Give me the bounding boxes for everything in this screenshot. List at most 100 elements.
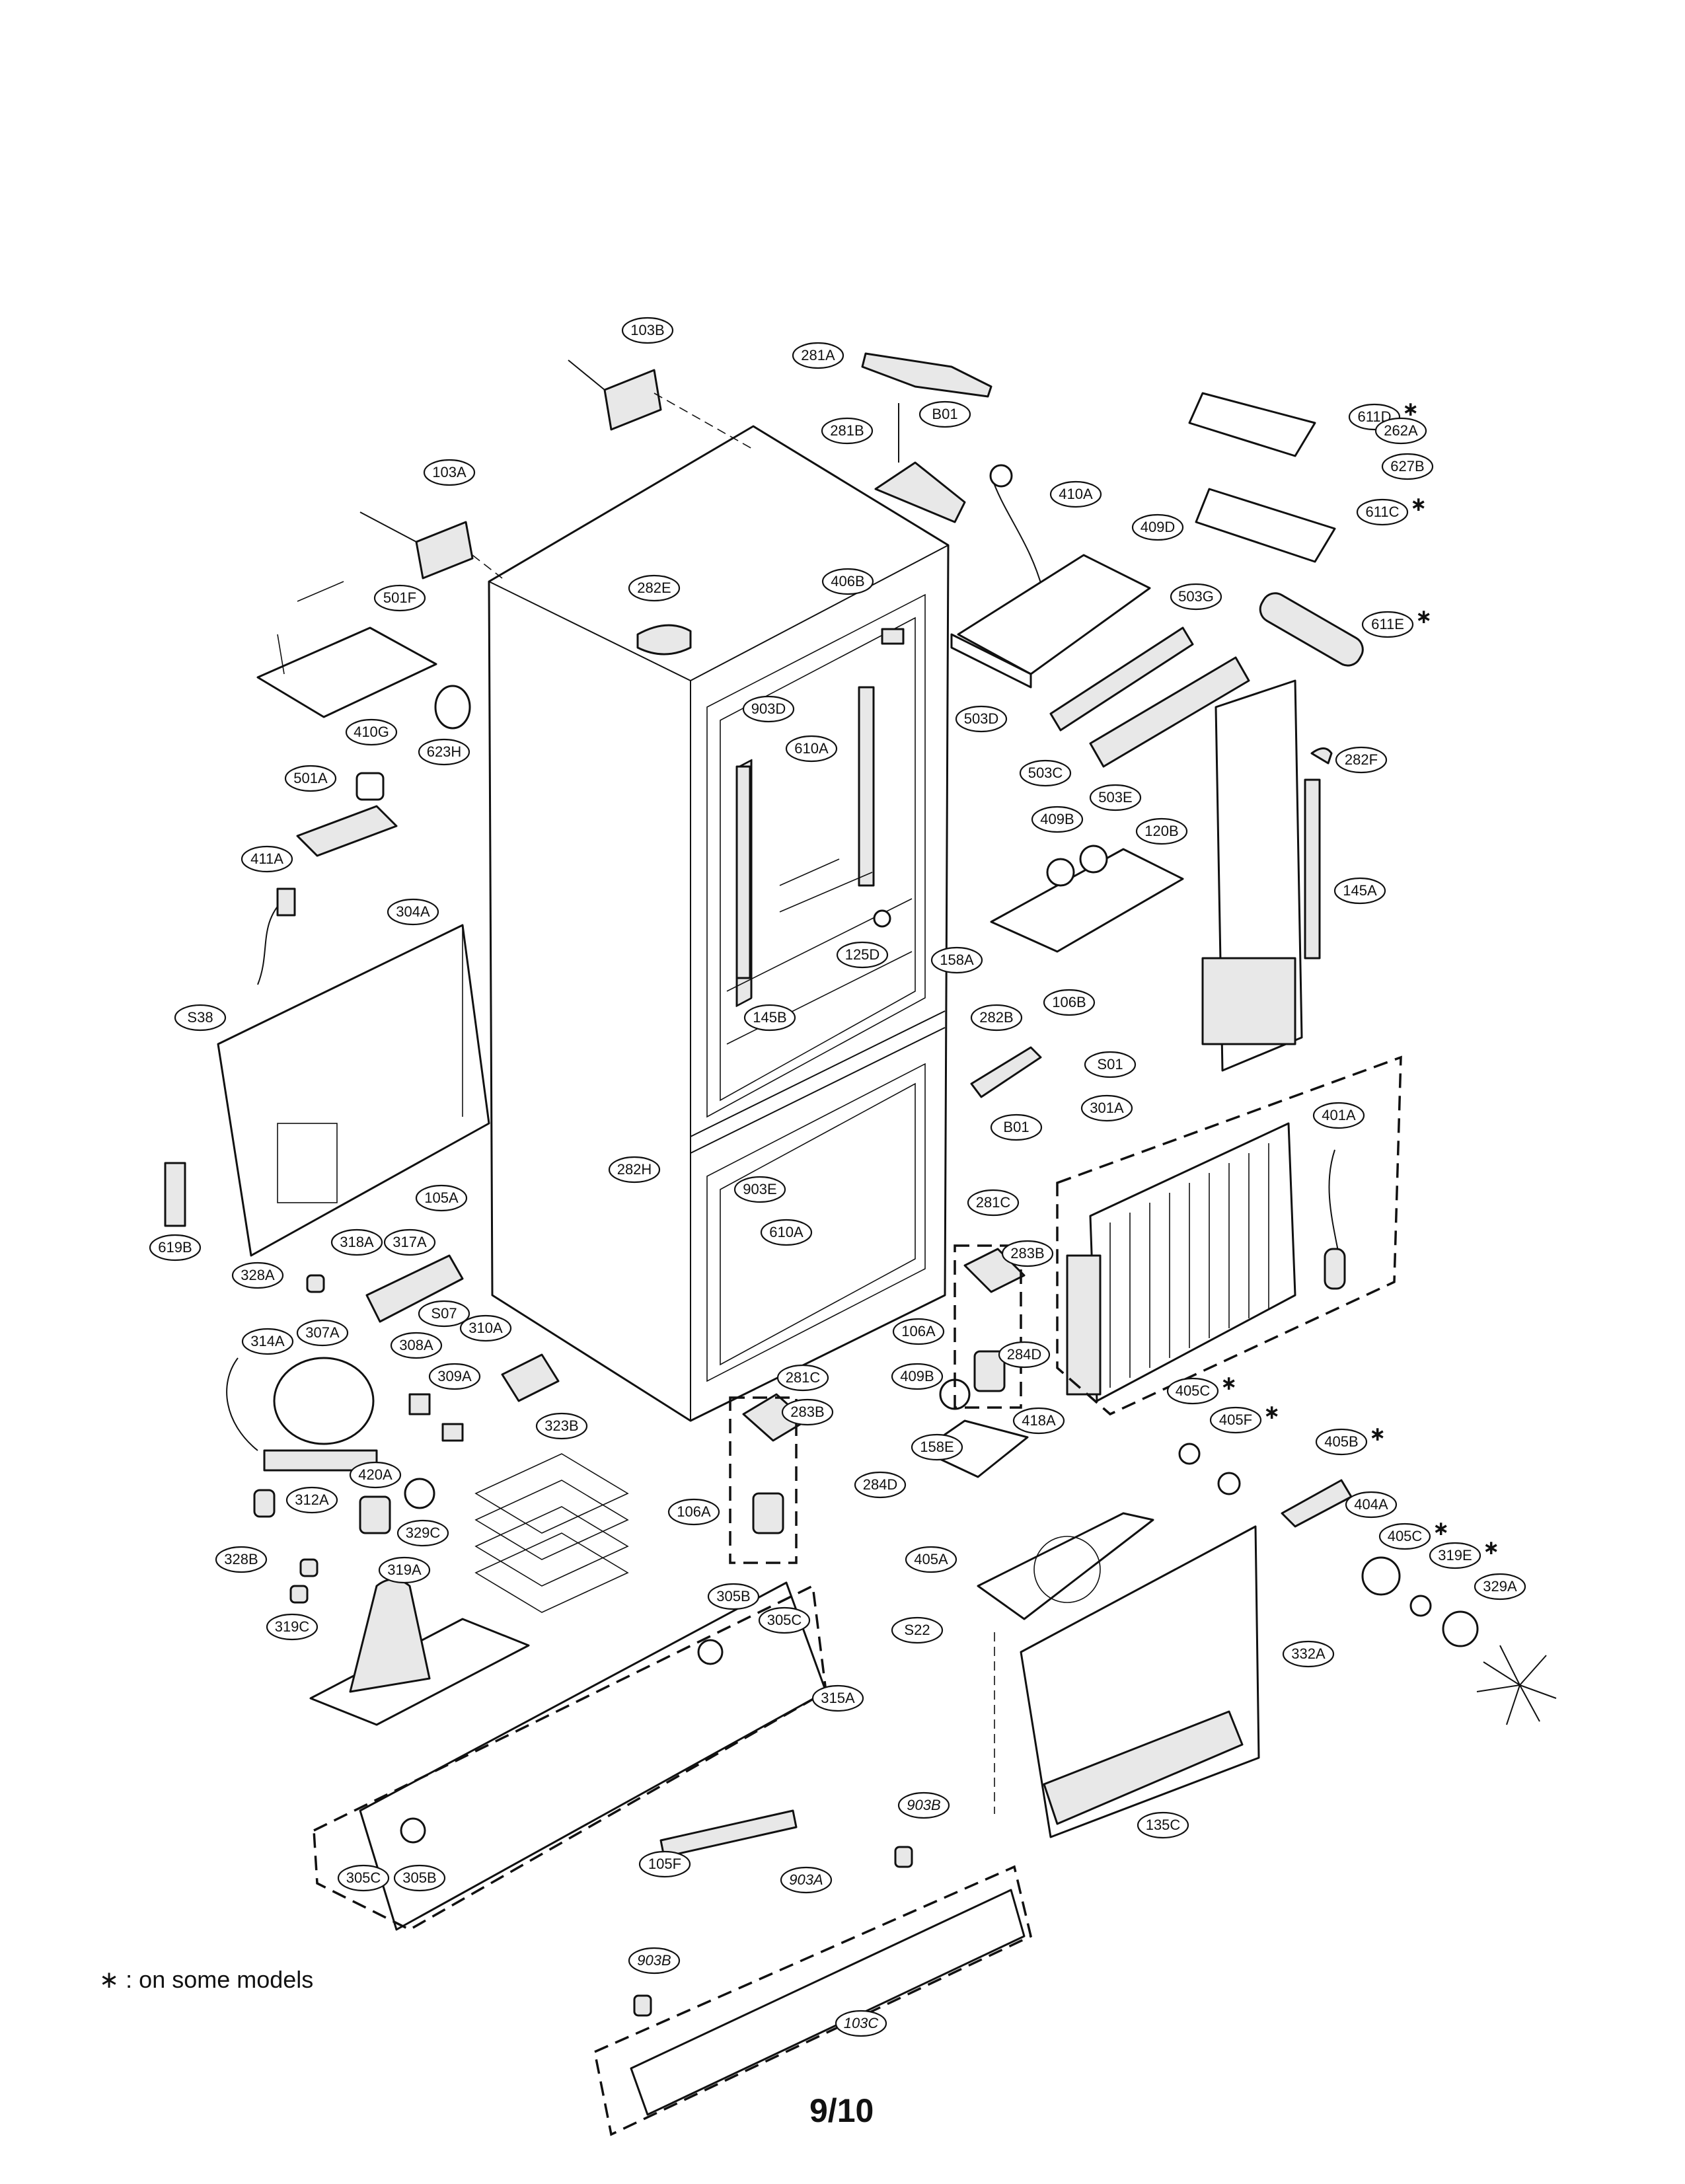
label-oval (215, 1546, 268, 1573)
part-number: 305B (716, 1588, 750, 1604)
part-number: 282B (979, 1009, 1013, 1026)
part-label: 304A (387, 898, 439, 926)
part-number: 503C (1028, 765, 1063, 781)
label-oval (1080, 1094, 1133, 1122)
part-label: 319A (378, 1556, 431, 1584)
part-label: S22 (891, 1616, 944, 1644)
label-oval (854, 1471, 907, 1499)
label-oval (891, 1363, 944, 1390)
asterisk-icon: ∗ (1369, 1423, 1386, 1445)
part-label: 501A (284, 765, 337, 792)
part-number: 610A (769, 1224, 804, 1240)
label-oval (418, 1300, 470, 1328)
part-number: 283B (790, 1404, 824, 1420)
label-oval (1001, 1240, 1054, 1267)
part-label: S07 (418, 1300, 470, 1328)
part-label: 328B (215, 1546, 268, 1573)
label-oval (930, 946, 983, 974)
label-oval (918, 400, 971, 428)
label-oval (1381, 453, 1434, 480)
part-label: 120B (1135, 817, 1188, 845)
part-label: 158A (930, 946, 983, 974)
part-label: 332A (1282, 1640, 1335, 1668)
part-number: 409B (900, 1368, 934, 1384)
label-oval (891, 1616, 944, 1644)
label-oval (373, 584, 426, 612)
part-number: 318A (340, 1234, 374, 1250)
label-oval (707, 1583, 760, 1610)
part-label: 503G (1170, 583, 1222, 611)
label-oval (423, 459, 476, 486)
label-oval (892, 1318, 945, 1345)
part-label: 611E ∗ (1361, 606, 1432, 638)
label-oval (628, 574, 681, 602)
label-oval (970, 1004, 1023, 1032)
label-oval (760, 1219, 813, 1246)
part-number: 312A (295, 1491, 329, 1508)
asterisk-icon: ∗ (1263, 1402, 1280, 1423)
label-oval (742, 695, 795, 723)
part-label: 329A (1474, 1573, 1526, 1600)
part-label: 283B (1001, 1240, 1054, 1267)
part-label: 145A (1333, 877, 1386, 905)
part-number: 106B (1052, 994, 1086, 1010)
part-label: 315A (811, 1684, 864, 1712)
part-number: 409D (1141, 519, 1176, 535)
part-number: 501A (293, 770, 328, 786)
label-oval (459, 1314, 512, 1342)
part-label: 405C∗ (1166, 1373, 1237, 1405)
part-label: 406B (821, 568, 874, 595)
label-oval (149, 1234, 202, 1261)
asterisk-marker: ∗ (99, 1966, 120, 1993)
part-number: 410G (354, 724, 389, 740)
label-oval (911, 1433, 963, 1461)
part-label: 281B (821, 417, 874, 445)
part-label: 409B (891, 1363, 944, 1390)
part-label: 610A (760, 1219, 813, 1246)
part-number: 501F (383, 589, 416, 606)
part-number: 903A (789, 1871, 823, 1888)
label-oval (608, 1156, 661, 1184)
part-label: 305C (758, 1606, 811, 1634)
part-number: 106A (901, 1323, 936, 1339)
asterisk-icon: ∗ (1415, 606, 1432, 628)
part-label: 262A (1374, 417, 1427, 445)
label-oval (835, 2010, 887, 2037)
part-number: 405F (1219, 1412, 1252, 1428)
part-number: 307A (305, 1324, 340, 1341)
label-oval (1282, 1640, 1335, 1668)
part-number: 319A (387, 1562, 422, 1578)
label-oval (1089, 784, 1142, 811)
label-oval (174, 1004, 227, 1032)
label-oval (396, 1519, 449, 1547)
label-oval (758, 1606, 811, 1634)
part-label: 282H (608, 1156, 661, 1184)
label-oval (418, 738, 470, 766)
label-oval (821, 568, 874, 595)
part-label: 903E (733, 1176, 786, 1203)
label-oval (781, 1398, 834, 1426)
part-number: 314A (250, 1333, 285, 1349)
part-label: 318A (330, 1228, 383, 1256)
label-oval (1345, 1491, 1398, 1519)
label-oval (241, 845, 293, 873)
part-label: B01 (990, 1113, 1043, 1141)
label-oval (811, 1684, 864, 1712)
part-number: 317A (393, 1234, 427, 1250)
label-oval (393, 1864, 446, 1892)
part-number: 315A (821, 1690, 855, 1706)
label-oval (1429, 1542, 1481, 1569)
part-number: 410A (1059, 486, 1093, 502)
part-number: 103C (844, 2015, 879, 2031)
label-oval (266, 1613, 318, 1641)
part-number: 284D (1007, 1346, 1042, 1363)
label-oval (378, 1556, 431, 1584)
part-label: 284D (854, 1471, 907, 1499)
part-number: 611E (1371, 616, 1404, 632)
part-number: 420A (358, 1466, 393, 1483)
part-label: 305B (393, 1864, 446, 1892)
part-number: 309A (437, 1368, 472, 1384)
part-number: 418A (1022, 1412, 1056, 1429)
label-oval (1374, 417, 1427, 445)
part-label: 903B (897, 1791, 950, 1819)
